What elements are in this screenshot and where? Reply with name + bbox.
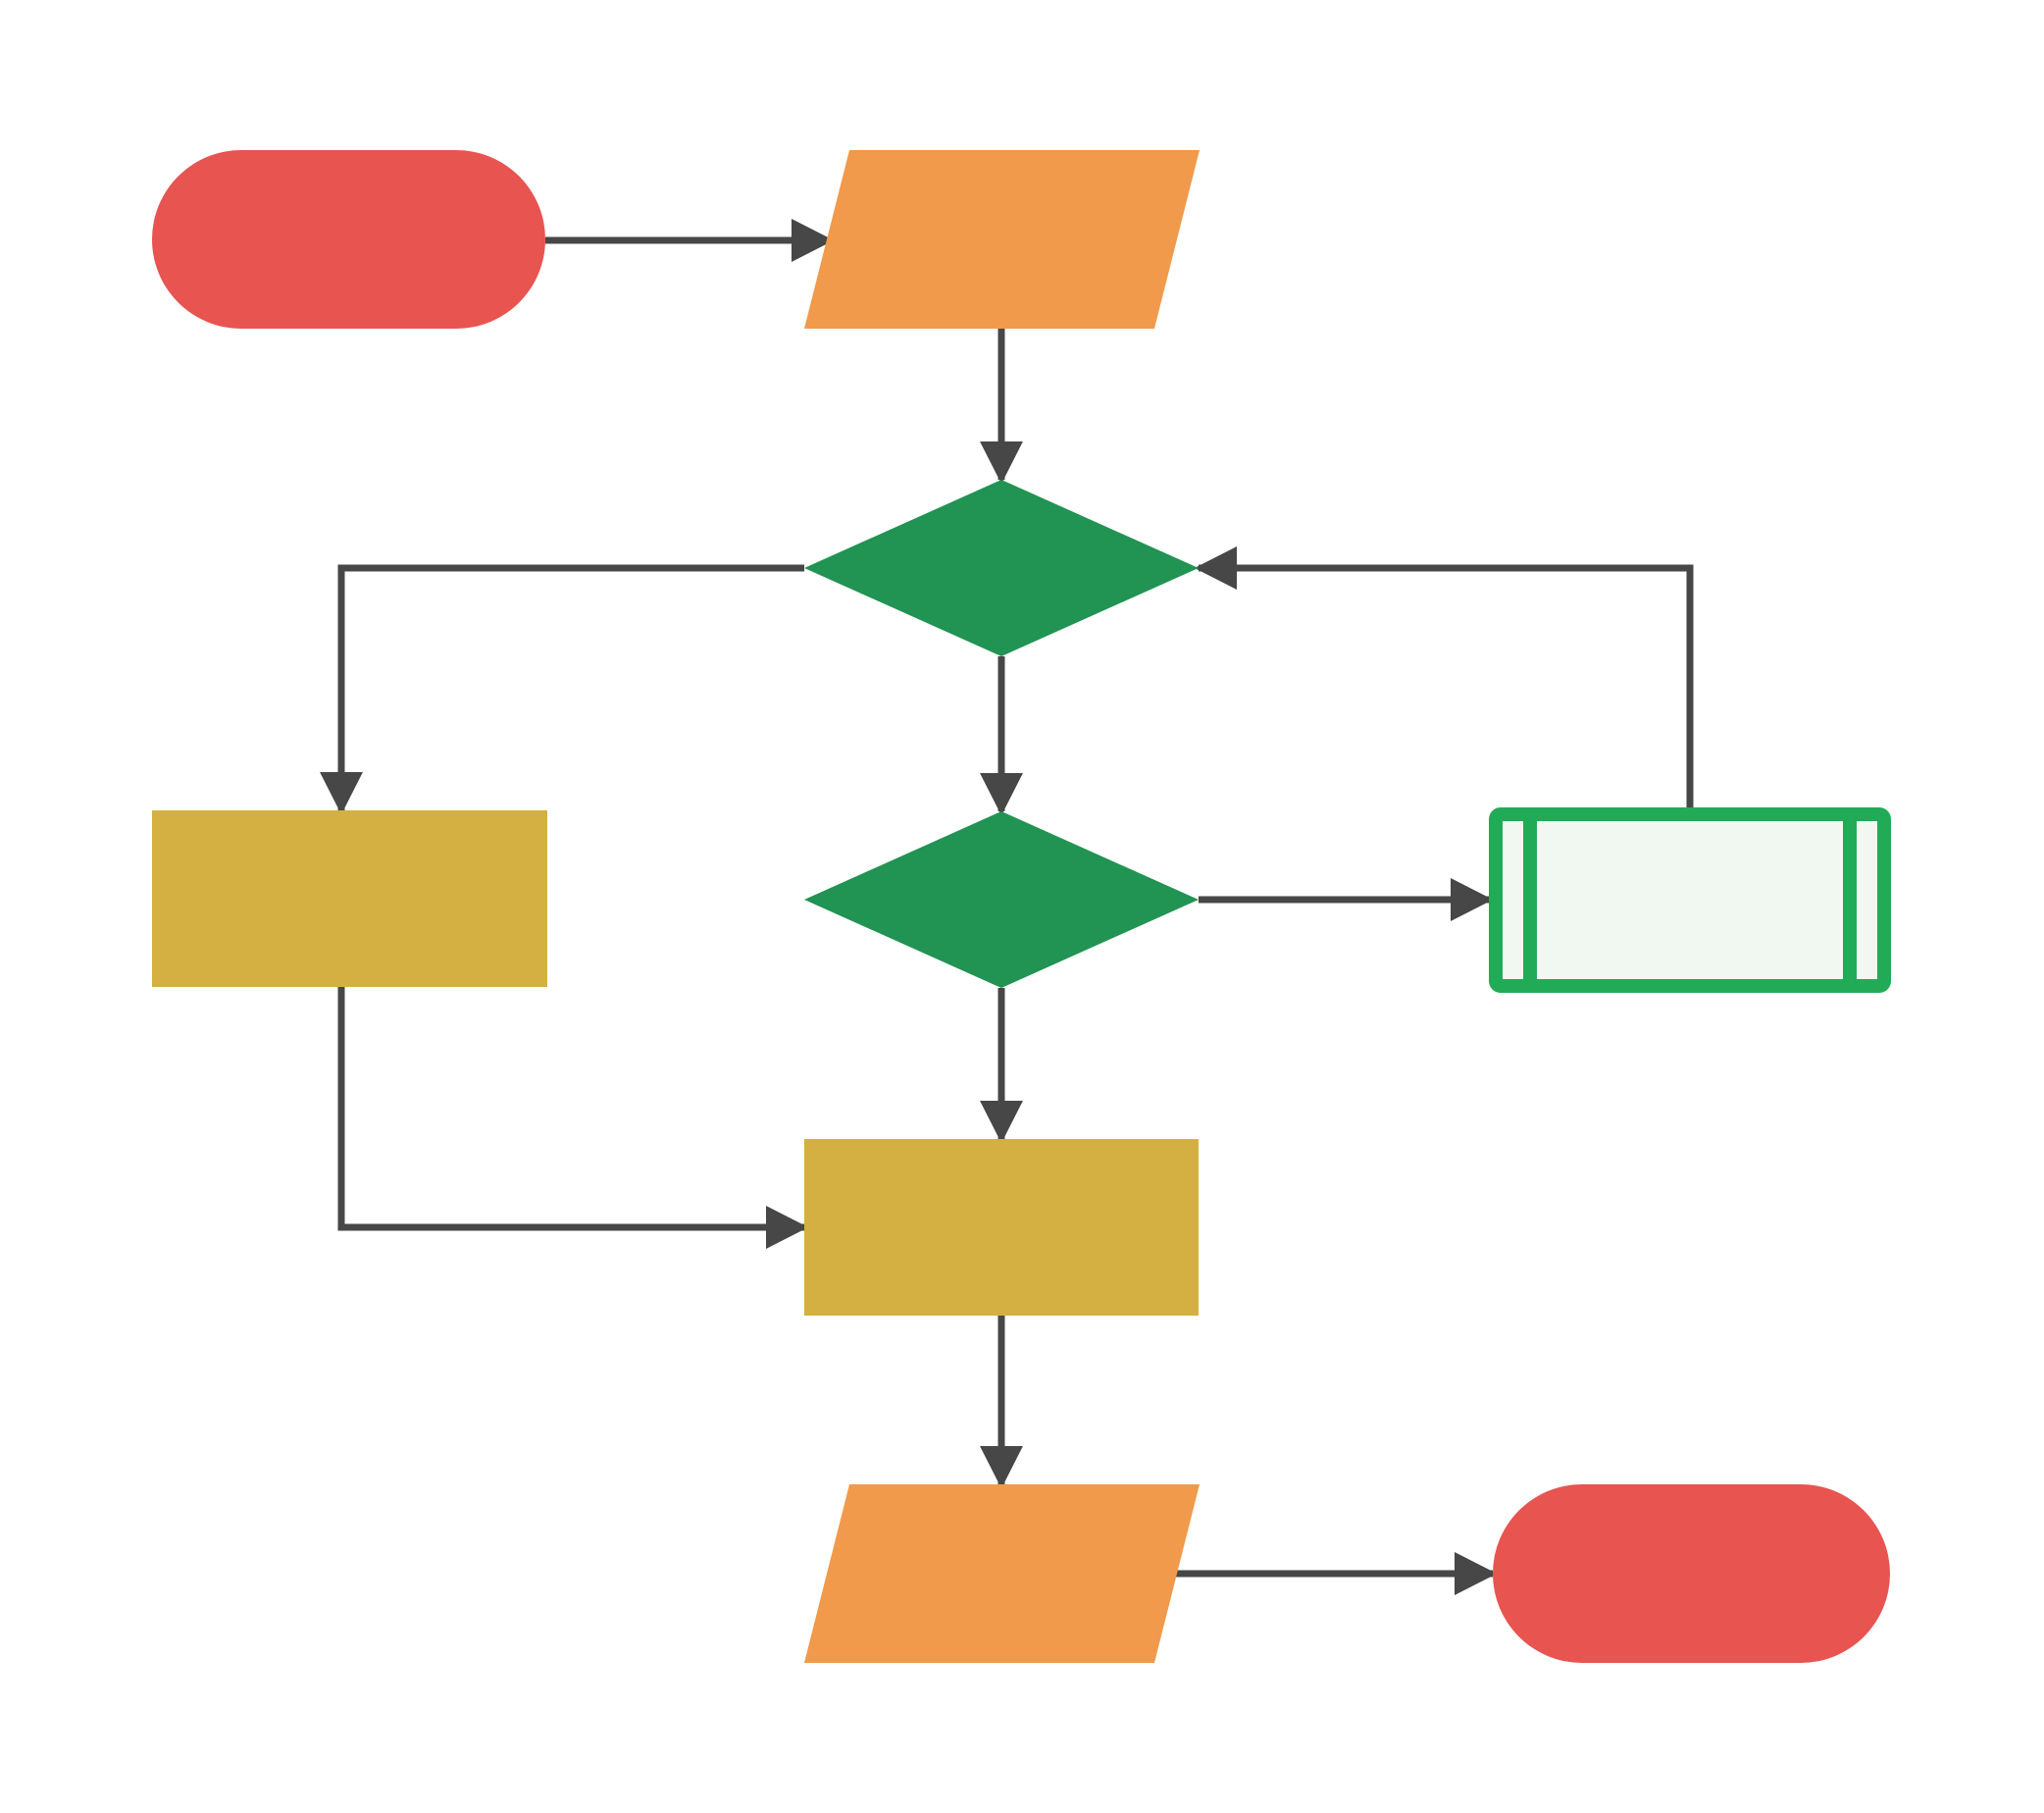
process-rect-left[interactable]	[152, 810, 547, 987]
end-terminator[interactable]	[1493, 1484, 1890, 1663]
decision-diamond-upper[interactable]	[804, 480, 1199, 656]
subroutine-box-right[interactable]	[1489, 807, 1891, 993]
decision-diamond-lower[interactable]	[804, 811, 1199, 988]
process-rect-center[interactable]	[804, 1139, 1199, 1316]
start-terminator[interactable]	[152, 150, 545, 329]
nodes-layer	[152, 150, 1891, 1663]
edge-decision1-to-process-left[interactable]	[319, 564, 804, 815]
input-parallelogram-top[interactable]	[804, 150, 1200, 329]
edges-layer	[319, 218, 1694, 1596]
edge-process-left-to-process-center[interactable]	[337, 987, 809, 1250]
output-parallelogram-bottom[interactable]	[804, 1484, 1200, 1663]
edge-subroutine-to-decision1-feedback[interactable]	[1194, 545, 1694, 807]
